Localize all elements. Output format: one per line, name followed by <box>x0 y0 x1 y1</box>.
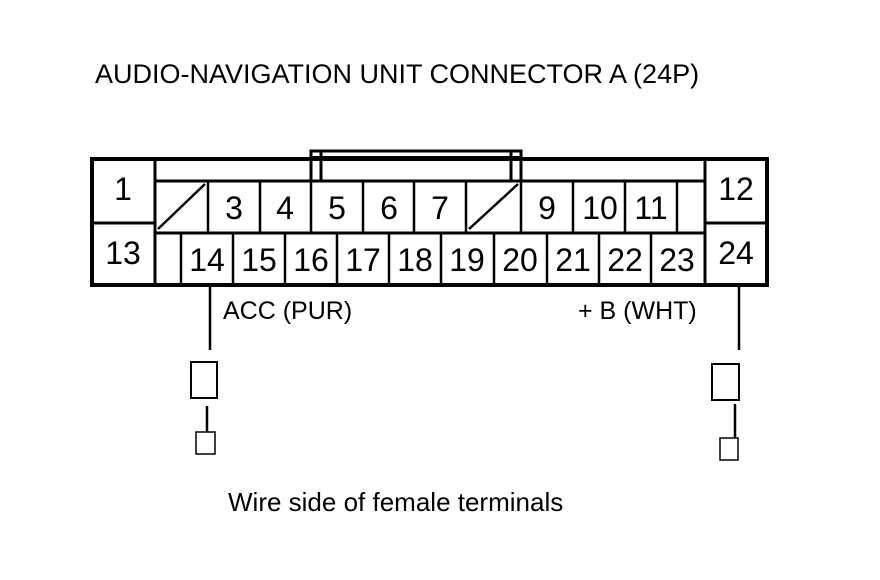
pin-18: 18 <box>397 242 433 278</box>
pin-7: 7 <box>431 190 449 226</box>
pin-3: 3 <box>225 190 243 226</box>
pin-14: 14 <box>189 242 225 278</box>
pin-13: 13 <box>105 235 141 271</box>
pin-6: 6 <box>380 190 398 226</box>
diagram-caption: Wire side of female terminals <box>228 487 563 517</box>
pin-16: 16 <box>293 242 329 278</box>
connector-body <box>90 149 769 287</box>
b-test-probe <box>711 286 741 461</box>
pin-1: 1 <box>114 171 132 207</box>
pin-4: 4 <box>276 190 294 226</box>
pin-23: 23 <box>659 242 695 278</box>
pin-10: 10 <box>582 190 618 226</box>
pin-19: 19 <box>449 242 485 278</box>
pin-12: 12 <box>718 171 754 207</box>
pin-21: 21 <box>555 242 591 278</box>
pin-15: 15 <box>241 242 277 278</box>
pin-5: 5 <box>328 190 346 226</box>
pin-22: 22 <box>607 242 643 278</box>
empty-cavity-2 <box>157 183 206 230</box>
acc-wire-label: ACC (PUR) <box>223 297 352 325</box>
pin-20: 20 <box>502 242 538 278</box>
pin-11: 11 <box>634 190 667 226</box>
pin-24: 24 <box>718 235 754 271</box>
empty-cavity-8 <box>468 183 519 230</box>
pin-9: 9 <box>538 190 556 226</box>
pin-labels: 1 13 3 4 5 6 7 9 10 11 12 14 15 16 17 18… <box>105 171 754 278</box>
diagram-title: AUDIO-NAVIGATION UNIT CONNECTOR A (24P) <box>95 59 699 89</box>
pin-17: 17 <box>345 242 381 278</box>
acc-test-probe <box>190 286 218 455</box>
b-wire-label: + B (WHT) <box>578 297 697 325</box>
